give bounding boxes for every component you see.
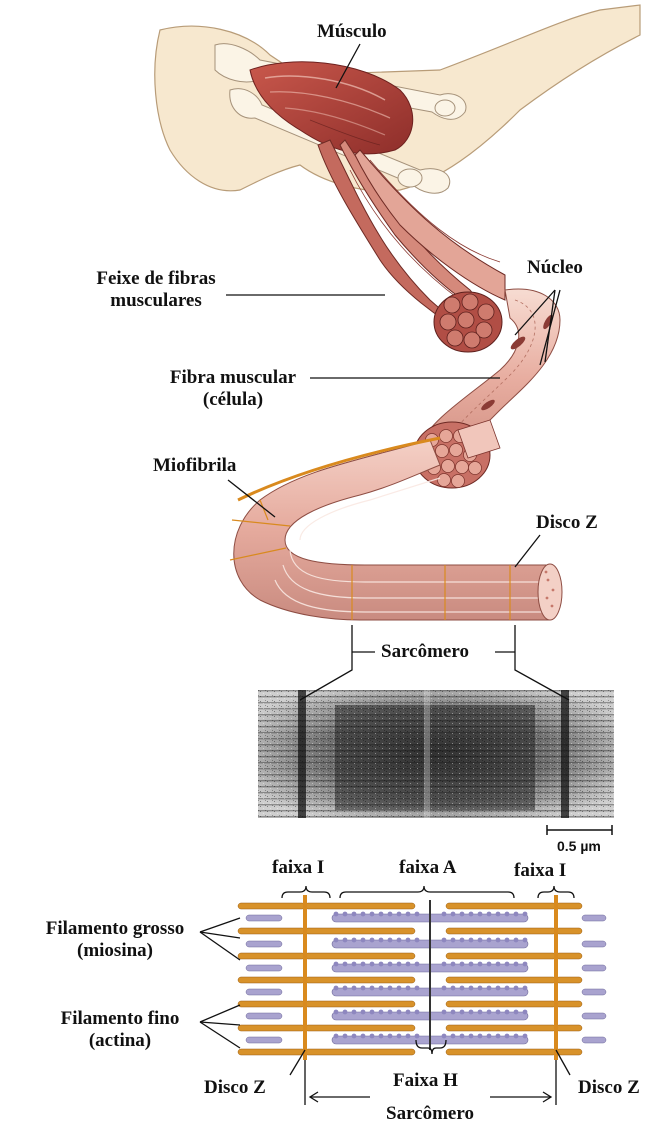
- label-a-band: faixa A: [399, 857, 457, 879]
- thick-filament-stub: [582, 1037, 606, 1043]
- thin-filament: [446, 977, 556, 983]
- z-disc-right: [554, 895, 558, 1060]
- label-fiber-bundle-line2: musculares: [86, 290, 226, 312]
- thin-filament: [305, 928, 415, 934]
- label-muscle: Músculo: [317, 21, 387, 43]
- label-h-band: Faixa H: [393, 1070, 458, 1092]
- thin-filament: [556, 953, 582, 959]
- thin-filament: [238, 903, 305, 909]
- label-thick-filament-line1: Filamento grosso: [20, 918, 210, 940]
- thick-filament-stub: [246, 989, 282, 995]
- label-thin-filament-line1: Filamento fino: [40, 1008, 200, 1030]
- thick-filament-stub: [582, 1013, 606, 1019]
- thin-filament: [556, 1049, 582, 1055]
- z-disc-left: [303, 895, 307, 1060]
- thin-filament: [446, 1025, 556, 1031]
- label-i-band-left: faixa I: [272, 857, 324, 879]
- thick-filament-stub: [582, 965, 606, 971]
- thin-filament: [238, 977, 305, 983]
- label-z-disk-left: Disco Z: [204, 1077, 266, 1099]
- thick-filament-stub: [246, 941, 282, 947]
- label-muscle-fiber-line2: (célula): [158, 389, 308, 411]
- thin-filament: [305, 977, 415, 983]
- thin-filament: [446, 1049, 556, 1055]
- thin-filament: [305, 1049, 415, 1055]
- thin-filament: [556, 928, 582, 934]
- thick-filament-stub: [582, 989, 606, 995]
- m-line: [429, 900, 431, 1050]
- thick-filament-stub: [246, 915, 282, 921]
- thin-filament: [556, 903, 582, 909]
- thin-filament: [305, 903, 415, 909]
- thin-filament: [238, 928, 305, 934]
- label-nucleus: Núcleo: [527, 257, 583, 279]
- thin-filament: [305, 1025, 415, 1031]
- thin-filament: [238, 953, 305, 959]
- thin-filament: [556, 1025, 582, 1031]
- label-muscle-fiber: Fibra muscular (célula): [158, 367, 308, 411]
- label-thick-filament-line2: (miosina): [20, 940, 210, 962]
- thin-filament: [556, 1001, 582, 1007]
- thick-filament-stub: [246, 1037, 282, 1043]
- myofibril: [230, 438, 562, 620]
- label-thin-filament-line2: (actina): [40, 1030, 200, 1052]
- thin-filament: [238, 1049, 305, 1055]
- label-sarcomere-top: Sarcômero: [381, 641, 469, 663]
- thick-filament-stub: [582, 915, 606, 921]
- thick-filament-stub: [246, 1013, 282, 1019]
- label-z-disk-top: Disco Z: [536, 512, 598, 534]
- label-fiber-bundle-line1: Feixe de fibras: [86, 268, 226, 290]
- thin-filament: [446, 1001, 556, 1007]
- thin-filament: [556, 977, 582, 983]
- label-muscle-fiber-line1: Fibra muscular: [158, 367, 308, 389]
- label-scale-bar: 0.5 µm: [557, 838, 601, 854]
- scale-bar: [547, 825, 612, 835]
- label-thin-filament: Filamento fino (actina): [40, 1008, 200, 1052]
- thin-filament: [238, 1001, 305, 1007]
- sarcomere-diagram: [238, 895, 606, 1060]
- label-i-band-right: faixa I: [514, 860, 566, 882]
- label-sarcomere-bottom: Sarcômero: [386, 1103, 474, 1125]
- thin-filament: [305, 953, 415, 959]
- thin-filament: [446, 953, 556, 959]
- label-myofibril: Miofibrila: [153, 455, 236, 477]
- thin-filament: [238, 1025, 305, 1031]
- thick-filament-stub: [246, 965, 282, 971]
- thin-filament: [446, 928, 556, 934]
- electron-micrograph: [258, 690, 614, 818]
- label-thick-filament: Filamento grosso (miosina): [20, 918, 210, 962]
- label-fiber-bundle: Feixe de fibras musculares: [86, 268, 226, 312]
- thick-filament-stub: [582, 941, 606, 947]
- thin-filament: [446, 903, 556, 909]
- label-z-disk-right: Disco Z: [578, 1077, 640, 1099]
- thin-filament: [305, 1001, 415, 1007]
